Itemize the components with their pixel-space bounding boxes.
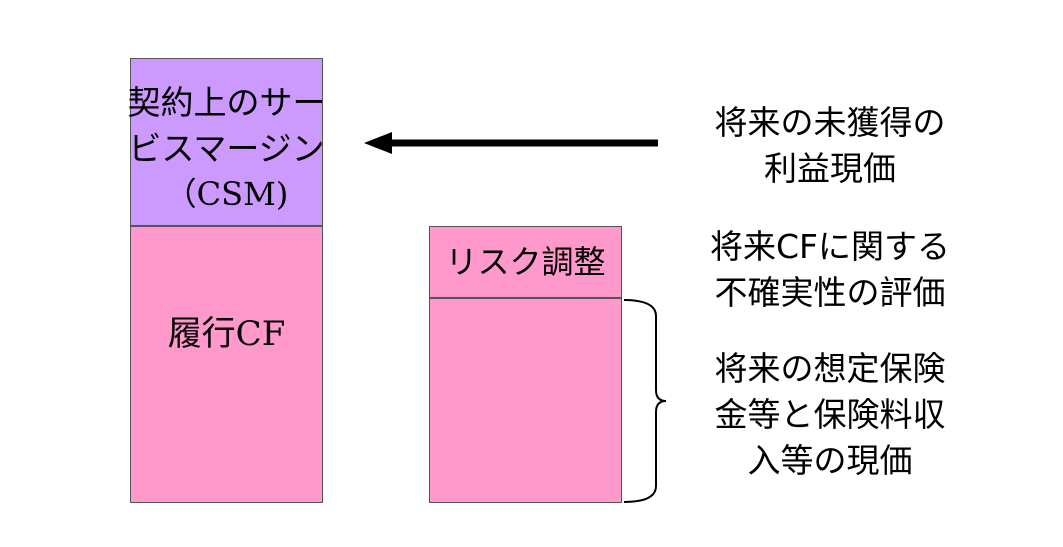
risk-adjustment-block: [429, 226, 622, 298]
risk-adjustment-label: リスク調整: [445, 243, 606, 281]
note-line: 将来CFに関する: [709, 227, 951, 266]
risk-adjustment-note: 将来CFに関する 不確実性の評価: [680, 224, 980, 316]
note-line: 入等の現価: [747, 441, 913, 480]
right-brace-icon: [623, 299, 667, 503]
note-line: 金等と保険料収: [714, 395, 946, 434]
unearned-profit-note: 将来の未獲得の 利益現価: [680, 100, 980, 192]
csm-label-line1: 契約上のサー: [127, 83, 326, 122]
fulfilment-cf-label: 履行CF: [167, 314, 286, 354]
note-line: 将来の未獲得の: [714, 103, 946, 142]
csm-block: [130, 58, 323, 226]
present-value-block: [429, 298, 622, 503]
fulfilment-cf-block: [130, 226, 323, 503]
left-arrow-icon: [364, 132, 658, 154]
note-line: 利益現価: [764, 149, 896, 188]
note-line: 将来の想定保険: [714, 349, 946, 388]
note-line: 不確実性の評価: [714, 273, 946, 312]
present-value-note: 将来の想定保険 金等と保険料収 入等の現価: [680, 346, 980, 484]
csm-label-line3: （CSM): [164, 175, 289, 213]
csm-label-line2: ビスマージン: [128, 129, 325, 168]
